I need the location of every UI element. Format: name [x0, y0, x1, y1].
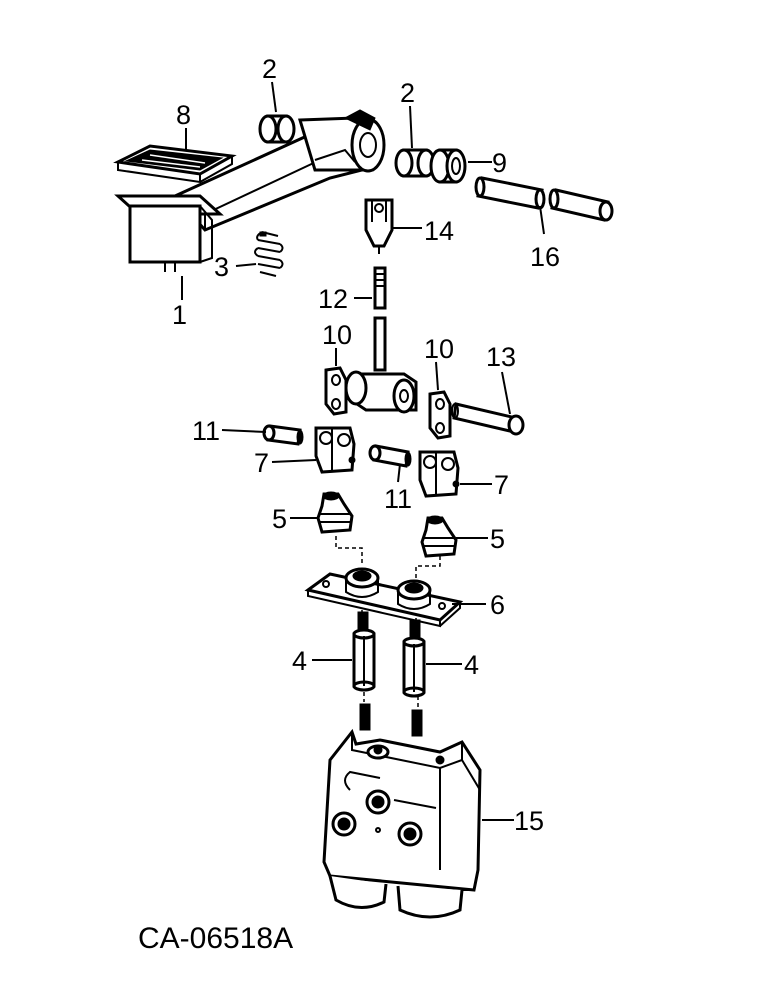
- callout-10-right: 10: [424, 334, 454, 364]
- callout-10-left: 10: [322, 320, 352, 350]
- callout-11-right: 11: [384, 484, 412, 514]
- callout-14: 14: [424, 216, 454, 246]
- callout-11-left: 11: [192, 416, 220, 446]
- boot-right-part: [420, 515, 458, 558]
- callout-8: 8: [176, 100, 191, 130]
- push-rod-assembly-part: [344, 316, 418, 414]
- bushing-right-part: [394, 148, 436, 178]
- bushing-left-part: [258, 114, 296, 144]
- spring-part: [254, 231, 284, 277]
- threaded-rod-part: [373, 266, 387, 310]
- leader-lines: [181, 81, 545, 821]
- callout-1: 1: [172, 300, 187, 330]
- clevis-part: [364, 198, 394, 254]
- figure-code: CA-06518A: [138, 922, 293, 955]
- callout-labels: 2 2 8 9 14 3 16 1 12 10 10 13 11 7 11 7 …: [172, 54, 560, 836]
- callout-12: 12: [318, 284, 348, 314]
- callout-2-right: 2: [400, 78, 415, 108]
- pedal-pad-part: [113, 144, 237, 184]
- callout-16: 16: [530, 242, 560, 272]
- stud-left-part: [352, 611, 376, 692]
- link-left-part: [324, 366, 348, 416]
- clevis-pin-part: [451, 402, 525, 436]
- callout-7-left: 7: [254, 448, 269, 478]
- callout-9: 9: [492, 148, 507, 178]
- callout-3: 3: [214, 252, 229, 282]
- collar-part: [429, 148, 467, 184]
- callout-15: 15: [514, 806, 544, 836]
- callout-7-right: 7: [494, 470, 509, 500]
- pin-right-part: [368, 444, 412, 468]
- stud-threads-part: [359, 703, 423, 737]
- callout-13: 13: [486, 342, 516, 372]
- callout-5-right: 5: [490, 524, 505, 554]
- callout-2-left: 2: [262, 54, 277, 84]
- link-right-part: [428, 390, 452, 440]
- yoke-left-part: [314, 426, 356, 474]
- stud-right-part: [402, 619, 426, 698]
- yoke-right-part: [418, 450, 460, 498]
- plate-part: [304, 567, 464, 628]
- boot-left-part: [316, 491, 354, 534]
- pedal-lever-part: [114, 109, 386, 272]
- callout-4-left: 4: [292, 646, 307, 676]
- callout-5-left: 5: [272, 504, 287, 534]
- pin-left-part: [262, 424, 304, 446]
- valve-body-part: [322, 728, 482, 919]
- callout-6: 6: [490, 590, 505, 620]
- shaft-part: [474, 176, 614, 222]
- callout-4-right: 4: [464, 650, 479, 680]
